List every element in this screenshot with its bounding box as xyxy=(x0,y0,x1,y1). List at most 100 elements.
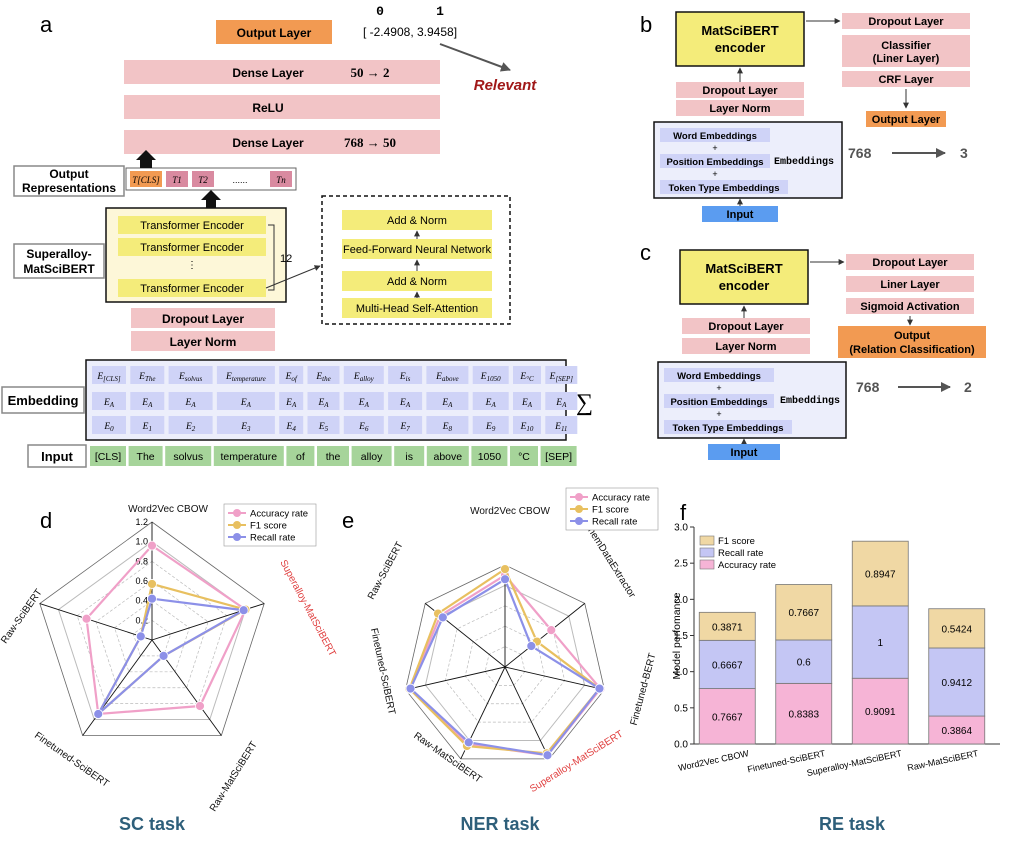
output-layer-box xyxy=(216,20,332,44)
embedding-cell xyxy=(343,366,384,384)
up-arrow-top xyxy=(136,150,156,168)
encoder-bracket xyxy=(268,224,275,291)
legend-swatch xyxy=(699,547,715,558)
embedding-cell xyxy=(130,366,165,384)
input-token-label: temperature xyxy=(220,451,277,463)
panel-label-a: a xyxy=(40,12,53,37)
token-out-ellipsis: ...... xyxy=(232,175,247,185)
embedding-cell xyxy=(513,366,541,384)
input-token xyxy=(317,446,349,466)
legend-swatch-marker xyxy=(233,533,241,541)
model-name-l2: MatSciBERT xyxy=(23,262,95,276)
encoder-detail-box xyxy=(321,195,511,325)
token-out-2 xyxy=(192,171,214,187)
input-token-label: is xyxy=(405,451,413,463)
b-head-crf-label: CRF Layer xyxy=(878,74,934,86)
transformer-encoder-1 xyxy=(118,216,266,234)
embedding-label-box xyxy=(1,386,85,414)
c-head-dropout xyxy=(846,254,974,270)
up-arrow-encoder xyxy=(201,190,221,210)
embedding-cell-label: Eabove xyxy=(435,372,459,383)
detail-ffn-label: Feed-Forward Neural Network xyxy=(343,244,491,256)
input-token-label: The xyxy=(137,451,155,463)
panel-b: b MatSciBERT encoder Dropout Layer Layer… xyxy=(640,11,970,222)
c-encoder-box xyxy=(679,249,809,305)
c-encoder-l1: MatSciBERT xyxy=(705,261,782,276)
legend-entry: Recall rate xyxy=(250,533,295,544)
a-layer-norm xyxy=(131,331,275,351)
radar-grid-ring xyxy=(95,580,209,689)
stacked-bar-segment xyxy=(851,677,909,745)
b-head-crf xyxy=(842,71,970,87)
legend-entry: Recall rate xyxy=(592,517,637,528)
sigma-symbol: ∑ xyxy=(576,390,593,416)
radar-point xyxy=(526,641,537,651)
detail-add-norm-top-label: Add & Norm xyxy=(387,215,447,227)
embedding-cell xyxy=(279,416,304,434)
embedding-cell xyxy=(388,366,423,384)
b-embeddings-label: Embeddings xyxy=(774,156,834,168)
legend-entry: F1 score xyxy=(592,505,629,516)
b-dim-out: 3 xyxy=(960,145,968,161)
token-out-n-label: Tn xyxy=(276,175,286,185)
input-token xyxy=(128,446,163,466)
y-axis-label: Model perfomance xyxy=(671,592,683,679)
embedding-cell xyxy=(426,366,469,384)
c-plus-1: + xyxy=(716,383,721,393)
radar-series-line xyxy=(97,597,248,715)
embedding-cell-label: E4 xyxy=(286,422,297,433)
relevant-arrow xyxy=(439,43,511,72)
radar-tick-label: 1.0 xyxy=(135,537,148,547)
legend-swatch-marker xyxy=(575,517,583,525)
b-tok-emb xyxy=(660,180,788,194)
panel-label-b: b xyxy=(640,12,652,37)
radar-axis xyxy=(504,666,550,760)
radar-axis-label: Raw-SciBERT xyxy=(366,540,406,601)
radar-axis xyxy=(405,666,506,691)
legend-swatch-marker xyxy=(575,493,583,501)
stacked-bar-segment xyxy=(775,584,833,641)
radar-axis-label: Finetuned-BERT xyxy=(629,652,659,727)
legend-swatch-marker xyxy=(575,505,583,513)
detail-mhsa xyxy=(342,298,492,318)
embedding-cell-label: E6 xyxy=(358,422,369,433)
embedding-cell xyxy=(343,416,384,434)
transformer-encoder-2 xyxy=(118,238,266,256)
token-out-2-label: T2 xyxy=(198,175,208,185)
embedding-cell-label: E10 xyxy=(520,422,534,433)
radar-tick-label: 0.6 xyxy=(135,576,148,586)
embedding-cell-label: E11 xyxy=(554,422,567,433)
input-token xyxy=(540,446,577,466)
input-token xyxy=(165,446,212,466)
legend-swatch xyxy=(699,559,715,570)
input-token-label: the xyxy=(326,451,341,463)
radar-tick-label: 0.2 xyxy=(135,615,148,625)
embedding-cell-label: EA xyxy=(103,398,115,409)
embedding-cells: E[CLS]EAE0ETheEAE1EsolvusEAE2Etemperatur… xyxy=(92,366,578,434)
embedding-cell-label: E2 xyxy=(185,422,196,433)
embedding-cell-label: EThe xyxy=(138,372,155,383)
output-layer-label: Output Layer xyxy=(237,26,312,40)
embedding-cell-label: E9 xyxy=(485,422,496,433)
b-input-label: Input xyxy=(727,209,754,221)
detail-add-norm-bottom xyxy=(342,271,492,291)
embedding-cell-label: EA xyxy=(285,398,297,409)
radar-tick-label: 0.8 xyxy=(135,556,148,566)
detail-mhsa-label: Multi-Head Self-Attention xyxy=(356,303,478,315)
embedding-cell-label: EA xyxy=(141,398,153,409)
embedding-cell-label: Esolvus xyxy=(178,372,203,383)
model-name-l1: Superalloy- xyxy=(26,247,91,261)
c-layernorm xyxy=(682,338,810,354)
radar-point xyxy=(238,605,249,616)
embedding-cell xyxy=(279,366,304,384)
radar-point xyxy=(93,709,104,719)
c-encoder-l2: encoder xyxy=(719,278,770,293)
b-tok-emb-label: Token Type Embeddings xyxy=(668,183,779,194)
token-out-n xyxy=(270,171,292,187)
stacked-bar-segment xyxy=(851,605,909,679)
y-tick-label: 1.0 xyxy=(674,667,688,678)
radar-point xyxy=(195,701,205,711)
bar-data-label: 0.3871 xyxy=(712,622,743,633)
